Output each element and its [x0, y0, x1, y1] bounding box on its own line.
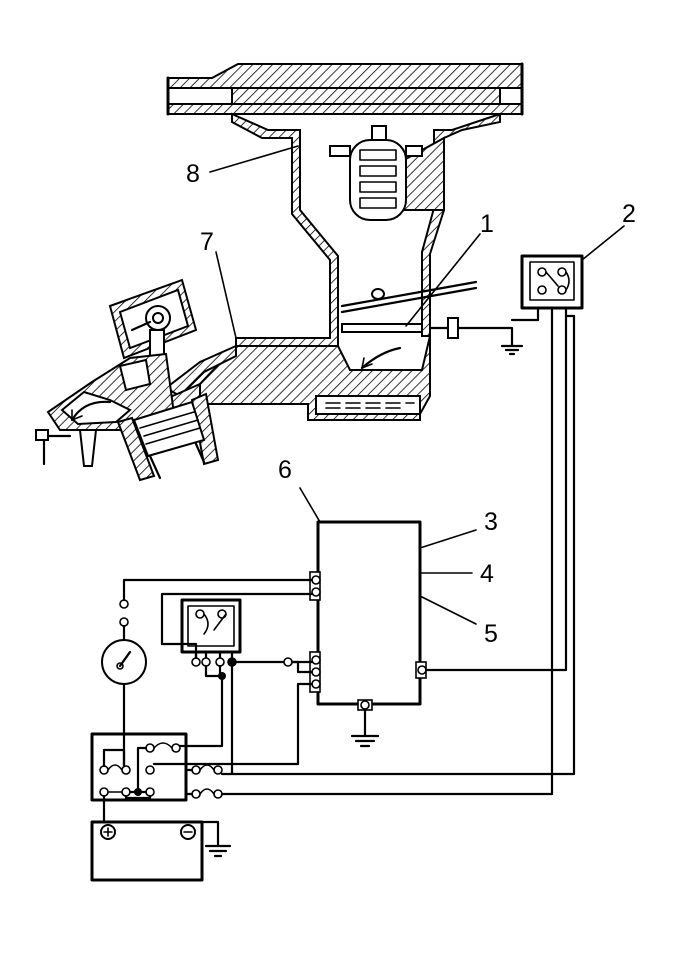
- relay-2: [520, 254, 584, 318]
- vacuum-motor-icon: [329, 125, 423, 221]
- callout-8: 8: [186, 160, 200, 188]
- leader-6: [299, 487, 321, 523]
- fuse-block: [90, 732, 188, 802]
- callout-1: 1: [480, 210, 494, 238]
- callout-4: 4: [480, 560, 494, 588]
- callout-7: 7: [200, 228, 214, 256]
- relay-left: [180, 598, 242, 667]
- ignition-switch: [101, 599, 147, 685]
- callout-3: 3: [484, 508, 498, 536]
- callout-5: 5: [484, 620, 498, 648]
- leader-1: [405, 233, 481, 327]
- callout-6: 6: [278, 456, 292, 484]
- leader-2: [581, 225, 625, 261]
- leader-7: [215, 251, 237, 339]
- wiring: [102, 314, 576, 824]
- engine-cylinder-head: [35, 278, 237, 482]
- inline-fuses: [191, 764, 223, 799]
- callout-leaders: [209, 145, 625, 625]
- leader-8: [209, 145, 299, 173]
- control-module: [309, 520, 427, 748]
- air-cleaner-housing: [166, 62, 524, 347]
- damper-linkage: [340, 280, 478, 314]
- intake-air-temperature-sensor: [341, 317, 524, 370]
- battery: [90, 820, 232, 882]
- leader-3: [419, 529, 477, 549]
- callout-2: 2: [622, 200, 636, 228]
- leader-5: [419, 595, 477, 625]
- intake-plenum: [199, 335, 431, 421]
